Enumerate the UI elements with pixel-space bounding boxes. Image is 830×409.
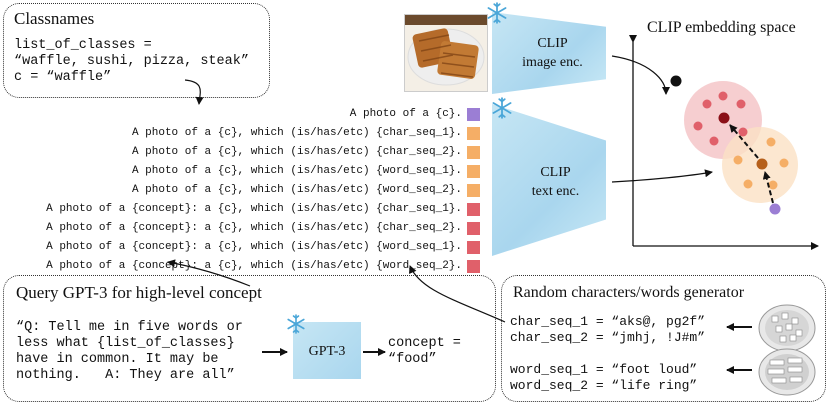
query-prompt-line: “Q: Tell me in five words or [16,320,243,335]
word-tiles-bowl [758,348,816,396]
clip-text-line1: CLIP [540,165,571,180]
query-title: Query GPT-3 for high-level concept [16,283,262,302]
concept-line-2: “food” [388,352,437,367]
template-line: A photo of a {concept}: a {c}, which (is… [46,203,462,215]
classnames-line-2: “waffle, sushi, pizza, steak” [14,54,249,69]
embedding-square [467,108,480,121]
word-seq-2: word_seq_2 = “life ring” [510,378,698,393]
template-line: A photo of a {concept}: a {c}, which (is… [46,222,462,234]
snowflake-icon [492,97,512,119]
arrow-concept-to-templates [167,259,251,287]
arrow-text-to-space [611,169,713,183]
char-seq-1: char_seq_1 = “aks@, pg2f” [510,314,706,329]
template-line: A photo of a {c}, which (is/has/etc) {ch… [131,127,462,139]
generator-title: Random characters/words generator [513,284,745,301]
purple-point [769,203,781,215]
query-box [3,275,496,402]
generator-box [501,275,826,402]
red-centroid [718,112,730,124]
red-points [693,91,748,146]
template-line: A photo of a {concept}: a {c}, which (is… [46,260,462,272]
dashed-arrow-orange-to-red [729,124,759,159]
classnames-title: Classnames [14,9,95,28]
embedding-square [467,146,480,159]
concept-line-1: concept = [388,336,461,351]
query-prompt-line: less what {list_of_classes} [16,336,235,351]
dashed-arrow-purple-to-orange [762,171,774,204]
embedding-square [467,184,480,197]
embedding-square [467,222,480,235]
clip-text-line2: text enc. [531,184,580,199]
template-line: A photo of a {c}, which (is/has/etc) {ch… [131,146,462,158]
classnames-box [3,3,270,98]
embedding-square [467,127,480,140]
arrow-generator-to-templates [409,265,506,323]
letter-tiles-bowl [758,304,816,352]
embedding-square [467,241,480,254]
orange-centroid [756,158,768,170]
embedding-square [467,203,480,216]
gpt3-label: GPT-3 [308,344,346,359]
clip-image-line2: image enc. [522,55,583,70]
template-line: A photo of a {c}. [349,108,462,120]
query-prompt-line: have in common. It may be [16,352,219,367]
orange-points [733,137,789,190]
classnames-line-3: c = “waffle” [14,70,112,85]
snowflake-icon [487,2,507,24]
clip-image-line1: CLIP [537,36,568,51]
waffle-image [404,14,488,92]
embedding-square [467,260,480,273]
gpt3-model-box [293,322,361,379]
arrow-classnames-to-templates [184,79,204,105]
image-embedding-point [670,75,682,87]
embedding-square [467,165,480,178]
classnames-line-1: list_of_classes = [14,38,152,53]
snowflake-icon [287,314,305,334]
template-line: A photo of a {c}, which (is/has/etc) {wo… [131,165,462,177]
embedding-space-title: CLIP embedding space [647,19,796,36]
word-seq-1: word_seq_1 = “foot loud” [510,362,698,377]
arrow-image-to-space [611,55,670,95]
char-seq-2: char_seq_2 = “jmhj, !J#m” [510,330,706,345]
clip-text-encoder-label: CLIP text enc. [508,163,603,201]
template-line: A photo of a {c}, which (is/has/etc) {wo… [131,184,462,196]
clip-image-encoder-label: CLIP image enc. [505,34,600,72]
clip-image-encoder [492,12,606,94]
query-prompt-line: nothing. A: They are all” [16,368,235,383]
template-line: A photo of a {concept}: a {c}, which (is… [46,241,462,253]
